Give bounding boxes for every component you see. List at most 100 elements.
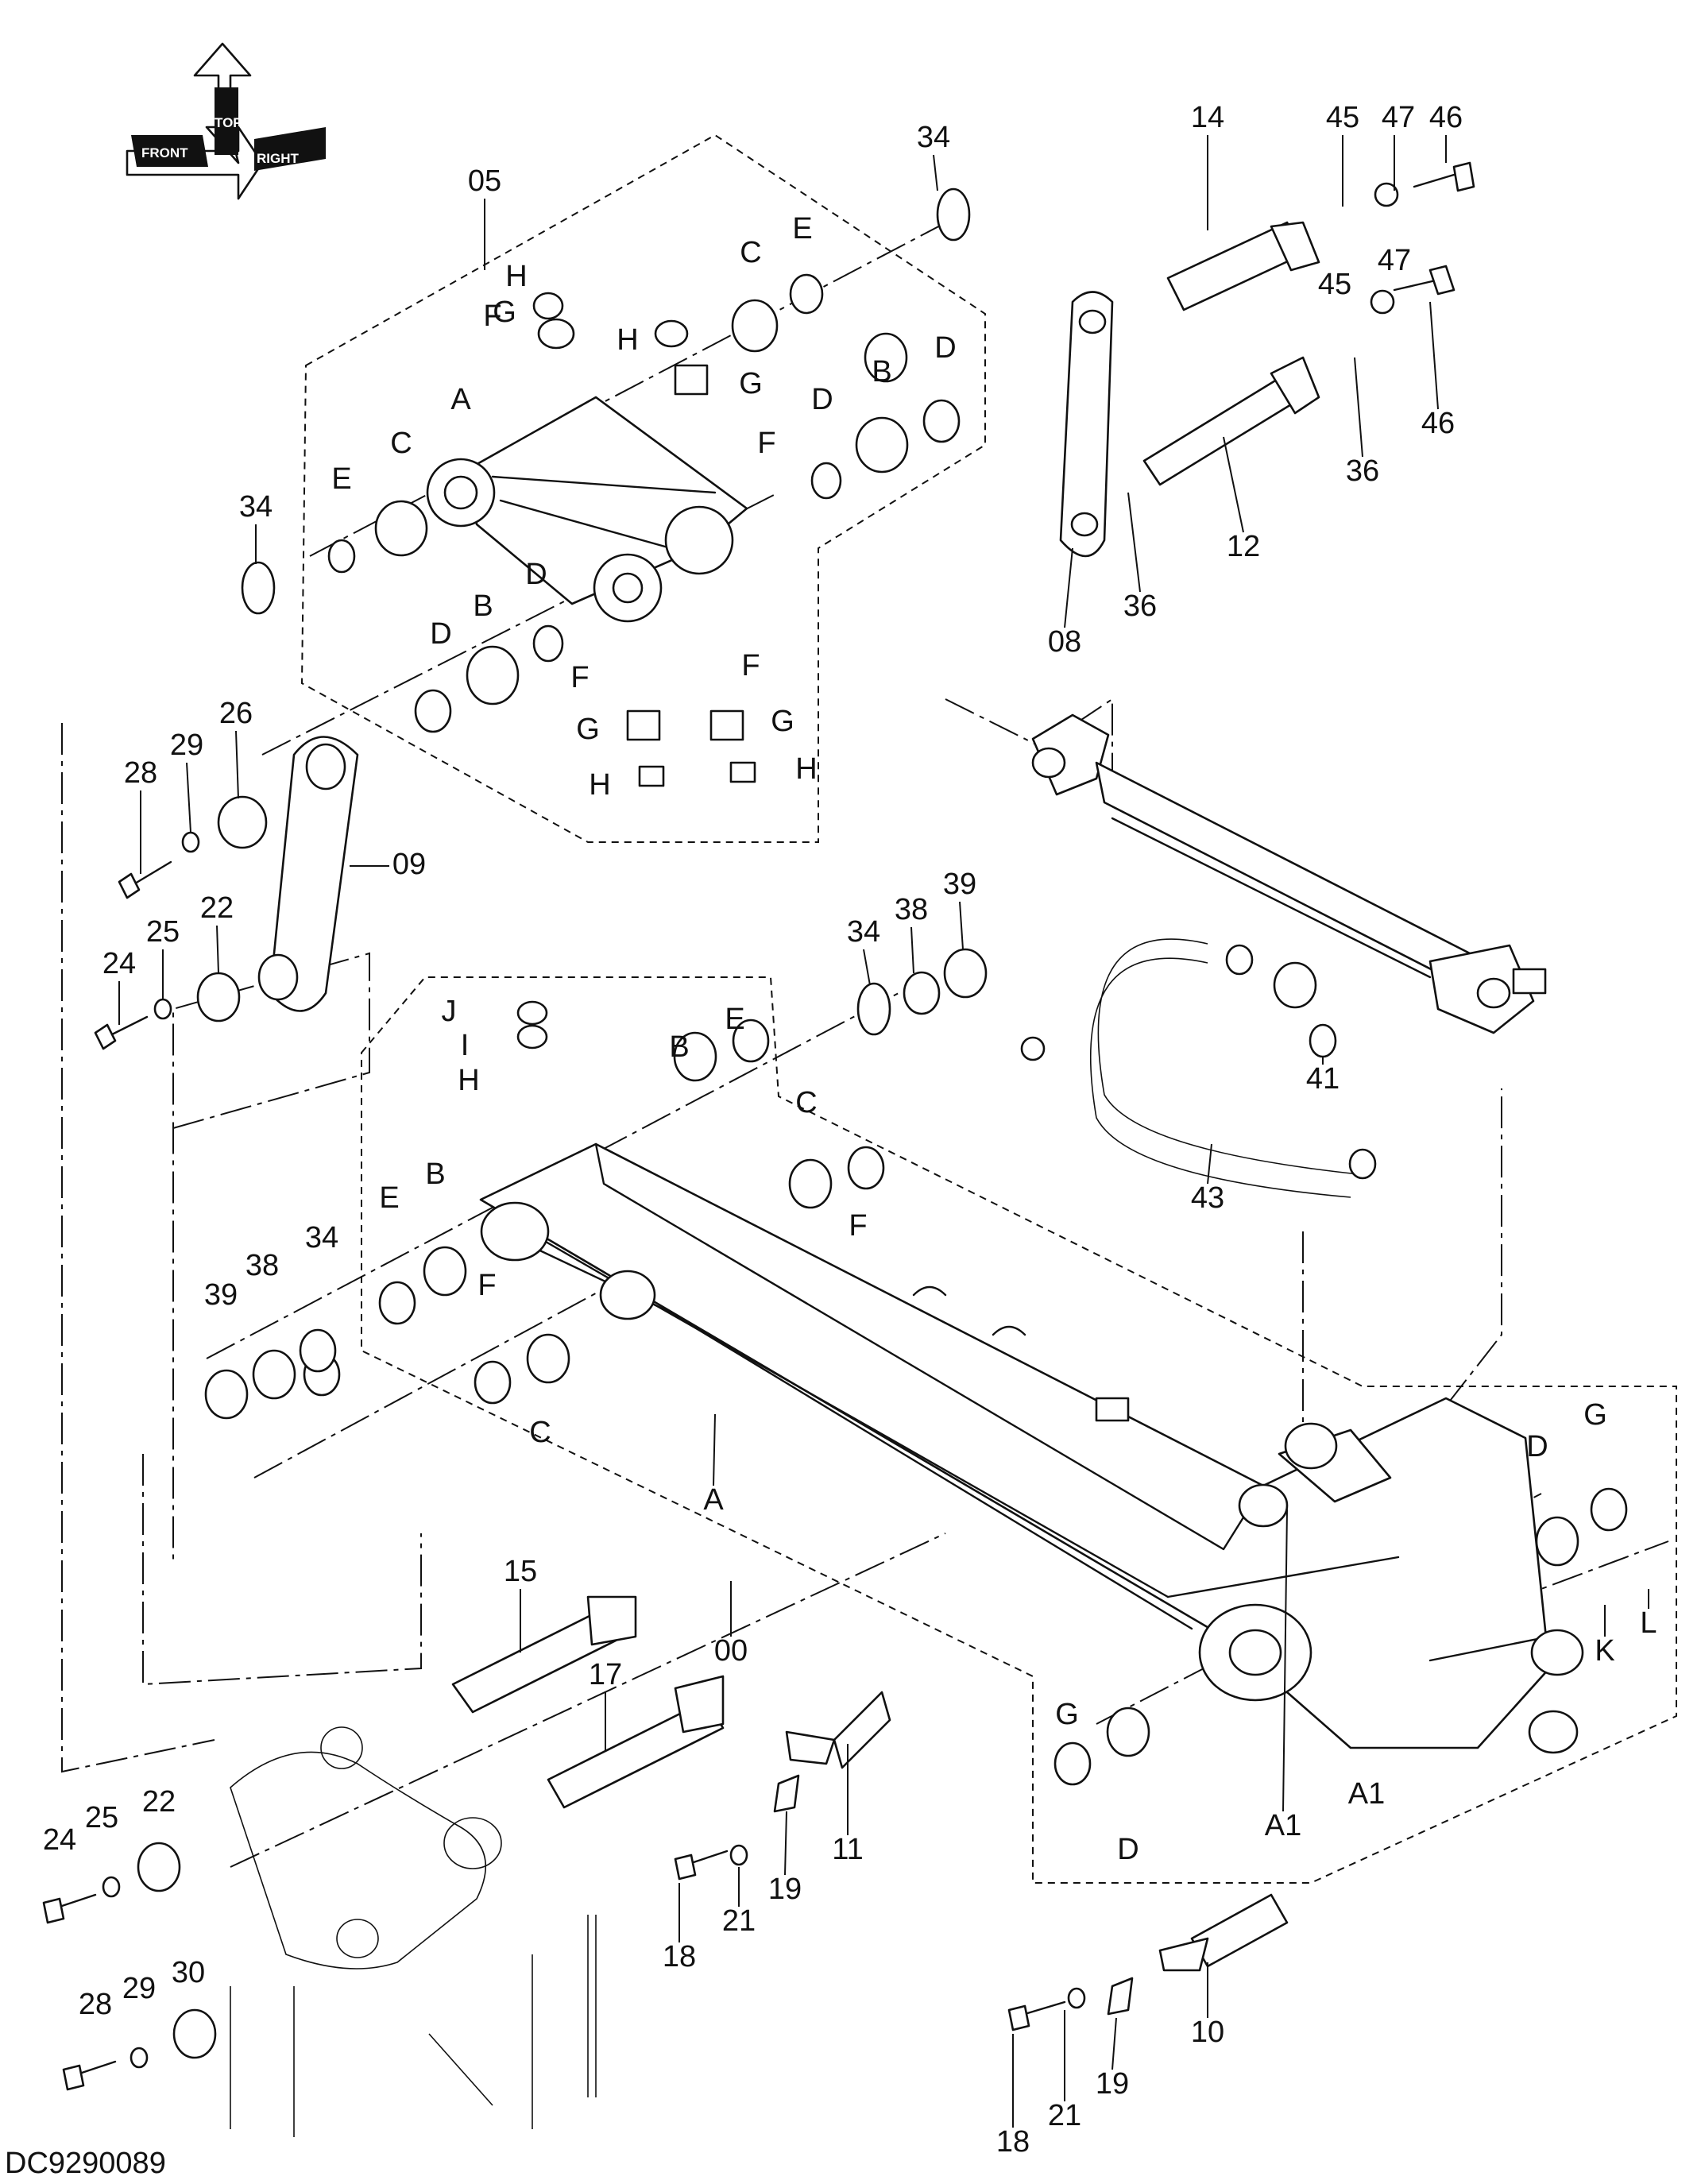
bolts	[42, 161, 1475, 2091]
label-24-low: 24	[43, 1823, 76, 1857]
label-A-1: A	[450, 383, 471, 416]
axis-line-boom-mid	[253, 1262, 652, 1479]
label-G-5: G	[1583, 1398, 1607, 1432]
label-F-5: F	[849, 1209, 867, 1243]
label-B-4: B	[425, 1158, 445, 1191]
label-L: L	[1640, 1606, 1657, 1640]
orientation-arrow-icon: FRONT RIGHT TOP	[126, 42, 326, 200]
label-F-6: F	[477, 1269, 496, 1302]
label-G-3: G	[576, 713, 600, 746]
label-22-top: 22	[200, 891, 234, 925]
label-F-1: F	[483, 300, 501, 333]
label-46: 46	[1421, 407, 1455, 440]
label-34-low: 34	[305, 1221, 338, 1254]
label-D-4: D	[430, 617, 451, 651]
label-D-1: D	[811, 383, 833, 416]
label-E-2: E	[792, 212, 812, 245]
small-parts	[204, 182, 1628, 1786]
label-47-top: 47	[1382, 101, 1415, 134]
label-36: 36	[1123, 589, 1157, 623]
label-D-3: D	[525, 558, 547, 591]
label-46-top: 46	[1429, 101, 1463, 134]
label-H-1: H	[505, 260, 527, 293]
label-D-5: D	[1526, 1430, 1548, 1463]
label-B-3: B	[669, 1030, 689, 1064]
label-F-4: F	[570, 661, 589, 694]
label-25-low: 25	[85, 1801, 118, 1834]
axis-line-k	[1413, 1540, 1669, 1637]
label-38-top: 38	[895, 893, 928, 926]
label-C-1: C	[390, 427, 412, 460]
label-43: 43	[1191, 1181, 1224, 1215]
pins	[451, 221, 1320, 2016]
label-47: 47	[1378, 244, 1411, 277]
label-A1-2: A1	[1348, 1777, 1385, 1811]
label-09: 09	[392, 848, 426, 881]
label-25-top: 25	[146, 915, 180, 949]
label-41: 41	[1306, 1062, 1340, 1096]
label-18-mid: 18	[663, 1940, 696, 1973]
link-line-lower-left	[142, 1454, 422, 1686]
label-18-low: 18	[996, 2125, 1030, 2159]
label-29-low: 29	[122, 1972, 156, 2005]
label-10: 10	[1191, 2016, 1224, 2049]
label-H-5: H	[458, 1064, 479, 1097]
label-30: 30	[172, 1956, 205, 1989]
label-I: I	[461, 1029, 470, 1062]
label-G-6: G	[1055, 1698, 1079, 1731]
label-12: 12	[1227, 530, 1260, 563]
label-H-3: H	[589, 768, 610, 802]
label-C-2: C	[740, 236, 761, 269]
link-assembly-05	[426, 396, 748, 623]
label-45: 45	[1318, 268, 1351, 301]
label-14: 14	[1191, 101, 1224, 134]
label-34-top: 34	[917, 121, 950, 154]
label-11: 11	[832, 1833, 863, 1866]
label-D-2: D	[934, 331, 956, 365]
label-19-low: 19	[1096, 2067, 1129, 2101]
label-E-4: E	[379, 1181, 399, 1215]
arm-stub	[230, 1726, 597, 2137]
label-H-2: H	[617, 323, 638, 357]
label-29-top: 29	[170, 729, 203, 762]
label-E-3: E	[725, 1003, 744, 1036]
label-A1-1: A1	[1265, 1809, 1301, 1842]
front-label: FRONT	[141, 145, 188, 160]
label-28-top: 28	[124, 756, 157, 790]
label-C-4: C	[529, 1416, 551, 1449]
link-line-group-left	[172, 952, 370, 1565]
label-G-1: G	[493, 296, 516, 329]
label-21-mid: 21	[722, 1904, 756, 1938]
axis-line-bottom	[230, 1533, 946, 1868]
label-E-1: E	[331, 462, 351, 496]
label-45-top: 45	[1326, 101, 1359, 134]
label-28-low: 28	[79, 1988, 112, 2021]
label-D-6: D	[1117, 1833, 1139, 1866]
label-G-4: G	[771, 705, 794, 738]
label-08: 08	[1048, 625, 1081, 659]
label-36-right: 36	[1346, 454, 1379, 488]
label-39-low: 39	[204, 1278, 238, 1312]
label-17: 17	[589, 1658, 622, 1691]
label-34-mid: 34	[847, 915, 880, 949]
label-19-mid: 19	[768, 1873, 802, 1906]
link-line-34-left	[61, 723, 215, 1773]
label-C-3: C	[795, 1086, 817, 1119]
label-22-low: 22	[142, 1785, 176, 1819]
label-38-low: 38	[245, 1249, 279, 1282]
leader-lines	[118, 135, 1649, 2128]
label-34-left: 34	[239, 490, 273, 524]
link-09	[269, 736, 359, 1012]
hydraulic-cylinder	[1031, 713, 1547, 1034]
label-00: 00	[714, 1634, 748, 1668]
o-ring-34-left	[241, 561, 276, 615]
link-08	[1059, 291, 1114, 558]
label-15: 15	[504, 1555, 537, 1588]
label-G-2: G	[739, 367, 763, 400]
label-J: J	[442, 995, 457, 1028]
o-ring-34-top	[936, 187, 971, 242]
group-00-boundary	[361, 976, 1677, 1884]
hose-43	[1088, 939, 1360, 1193]
label-26: 26	[219, 697, 253, 730]
